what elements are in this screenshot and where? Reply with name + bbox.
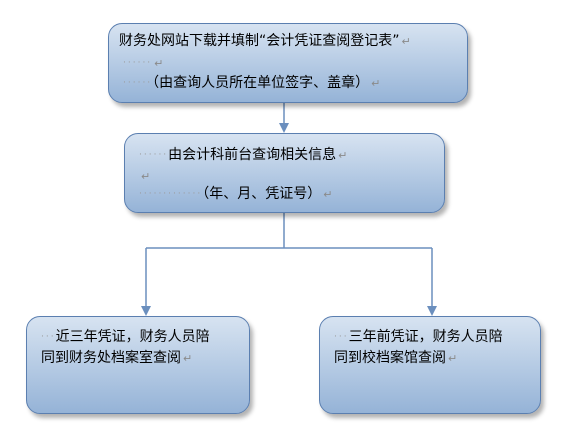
branch-older-vouchers-line1: 三年前凭证，财务人员陪 xyxy=(348,329,503,345)
paragraph-mark-icon: ↵ xyxy=(141,170,151,183)
paragraph-mark-icon: ↵ xyxy=(401,35,411,48)
step-download-form-box: 财务处网站下载并填制“会计凭证查阅登记表”↵ ······↵ ······（由查… xyxy=(108,23,468,103)
step-front-desk-query-box: ······由会计科前台查询相关信息↵ ↵ ·············（年、月、… xyxy=(124,133,445,213)
tab-leader-dots: ······ xyxy=(139,150,169,160)
step-download-form-note: （由查询人员所在单位签字、盖章） xyxy=(152,75,370,91)
tab-leader-dots: ··· xyxy=(334,332,349,342)
branch-recent-vouchers-line1: 近三年凭证，财务人员陪 xyxy=(55,329,210,345)
paragraph-mark-icon: ↵ xyxy=(448,352,458,365)
tab-leader-dots: ··· xyxy=(41,332,56,342)
branch-recent-vouchers-line2: 同到财务处档案室查阅 xyxy=(41,350,181,366)
paragraph-mark-icon: ↵ xyxy=(183,352,193,365)
paragraph-mark-icon: ↵ xyxy=(338,149,348,162)
paragraph-mark-icon: ↵ xyxy=(371,77,381,90)
branch-recent-vouchers-box: ···近三年凭证，财务人员陪 同到财务处档案室查阅↵ xyxy=(26,316,250,414)
step-front-desk-query-text: 由会计科前台查询相关信息 xyxy=(168,147,337,163)
branch-older-vouchers-line2: 同到校档案馆查阅 xyxy=(334,350,446,366)
tab-leader-dots: ······ xyxy=(123,78,153,88)
paragraph-mark-icon: ↵ xyxy=(323,188,333,201)
paragraph-mark-icon: ↵ xyxy=(154,57,164,70)
step-front-desk-query-note: （年、月、凭证号） xyxy=(202,186,322,202)
step-download-form-text: 财务处网站下载并填制“会计凭证查阅登记表” xyxy=(119,33,400,49)
tab-leader-dots: ············· xyxy=(139,189,203,199)
branch-older-vouchers-box: ···三年前凭证，财务人员陪 同到校档案馆查阅↵ xyxy=(319,316,541,414)
tab-leader-dots: ······ xyxy=(123,58,153,68)
